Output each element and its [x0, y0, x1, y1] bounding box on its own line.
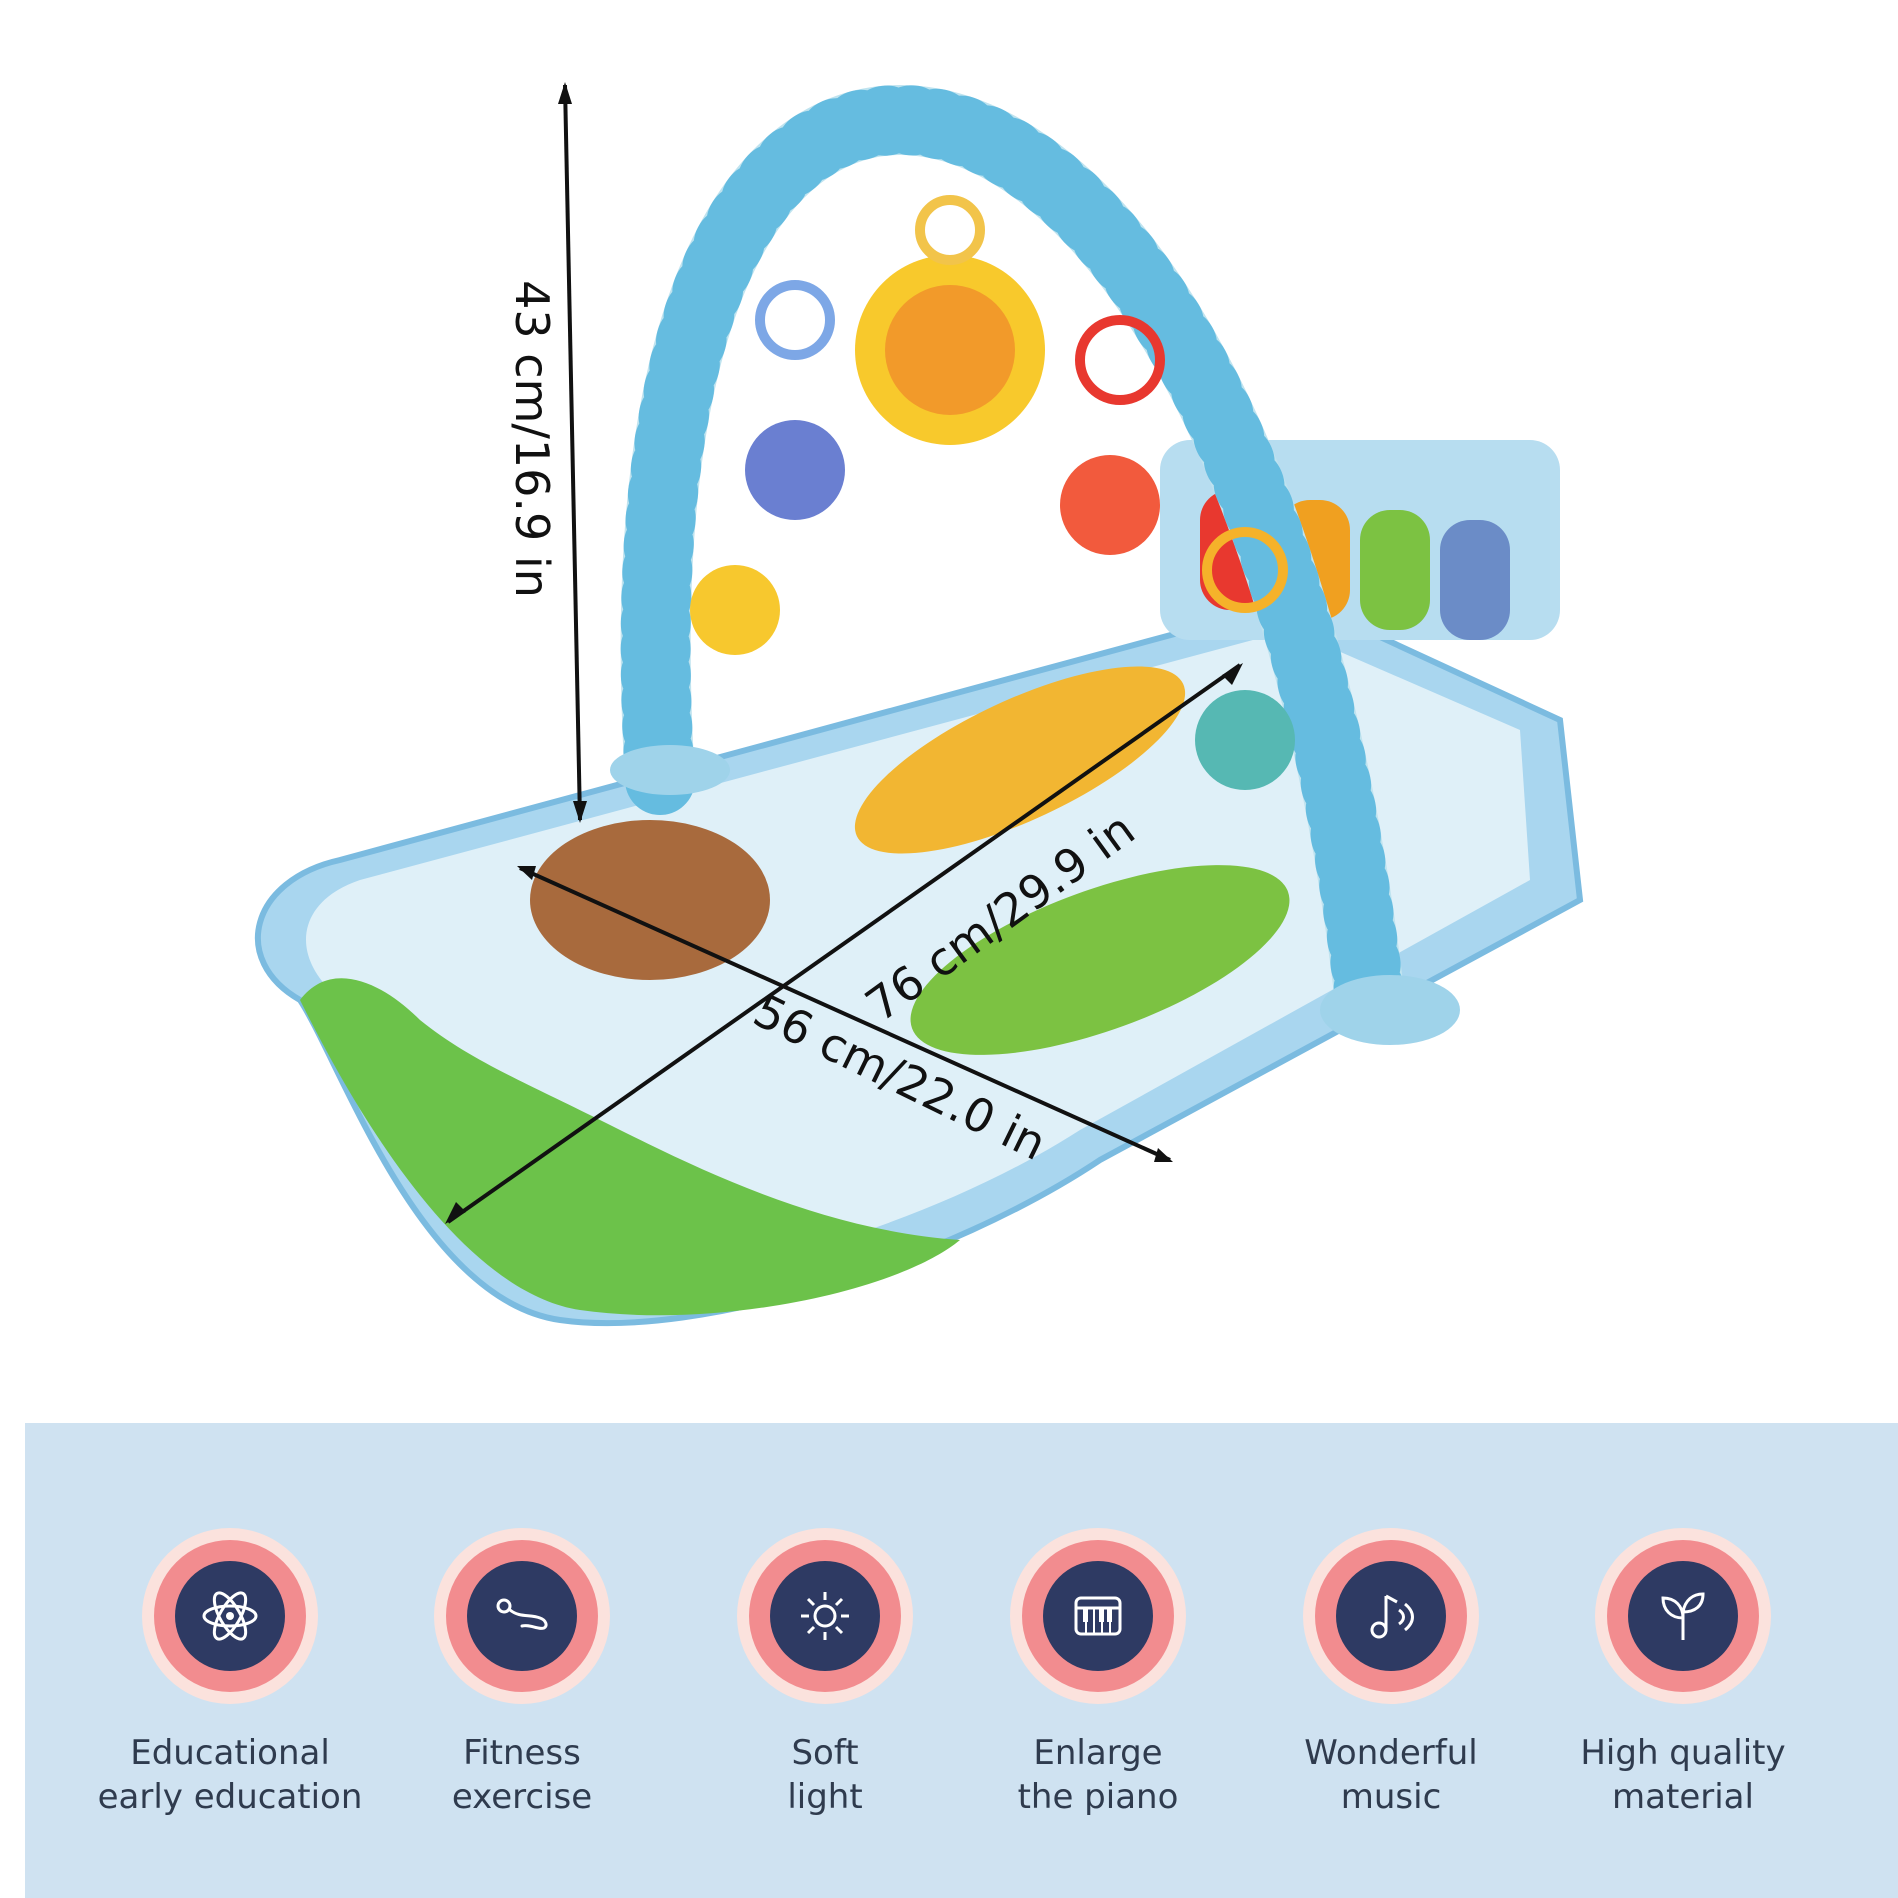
yellow-ring-toy	[915, 195, 985, 265]
feature-badge	[142, 1528, 318, 1704]
piano-key-blue	[1440, 520, 1510, 640]
yellow-bear-toy	[690, 565, 780, 655]
monkey-print	[530, 820, 770, 980]
piano-keyboard-icon	[1043, 1561, 1153, 1671]
atom-icon	[175, 1561, 285, 1671]
feature-label: Educational early education	[97, 1733, 363, 1817]
feature-material: High quality material	[1533, 1423, 1833, 1898]
feature-piano: Enlarge the piano	[948, 1423, 1248, 1898]
feature-label: High quality material	[1580, 1733, 1786, 1817]
feature-badge	[434, 1528, 610, 1704]
height-arrow	[563, 84, 582, 821]
giraffe-print	[854, 666, 1186, 854]
fitness-person-icon	[467, 1561, 577, 1671]
product-illustration: 43 cm/16.9 in 76 cm/29.9 in 56 cm/22.0 i…	[255, 82, 1584, 1327]
sun-light-icon	[770, 1561, 880, 1671]
teal-bear-toy	[1195, 690, 1295, 790]
dinosaur-print	[910, 865, 1290, 1055]
sprout-leaf-icon	[1628, 1561, 1738, 1671]
length-arrow	[446, 663, 1242, 1224]
feature-fitness: Fitness exercise	[372, 1423, 672, 1898]
orange-ring-toy	[1202, 527, 1288, 613]
feature-badge	[1303, 1528, 1479, 1704]
feature-educational: Educational early education	[80, 1423, 380, 1898]
piano-key-green	[1360, 510, 1430, 630]
feature-label: Wonderful music	[1304, 1733, 1478, 1817]
grass-area	[300, 978, 960, 1316]
red-ring-toy	[1075, 315, 1165, 405]
mat-print	[306, 630, 1530, 1281]
music-note-icon	[1336, 1561, 1446, 1671]
arch-foot-left	[610, 745, 730, 795]
baby-play-gym-image	[255, 82, 1584, 1327]
feature-music: Wonderful music	[1241, 1423, 1541, 1898]
feature-label: Fitness exercise	[451, 1733, 593, 1817]
blue-bear-toy	[745, 420, 845, 520]
width-arrow	[519, 866, 1171, 1162]
feature-badge	[1010, 1528, 1186, 1704]
arch-foot-right	[1320, 975, 1460, 1045]
feature-soft-light: Soft light	[675, 1423, 975, 1898]
feature-badge	[1595, 1528, 1771, 1704]
features-panel: Educational early education Fitness exer…	[25, 1423, 1898, 1898]
blue-ring-toy	[755, 280, 835, 360]
feature-label: Soft light	[787, 1733, 863, 1817]
feature-label: Enlarge the piano	[1017, 1733, 1179, 1817]
red-bear-toy	[1060, 455, 1160, 555]
height-dimension-label: 43 cm/16.9 in	[505, 280, 559, 598]
feature-badge	[737, 1528, 913, 1704]
